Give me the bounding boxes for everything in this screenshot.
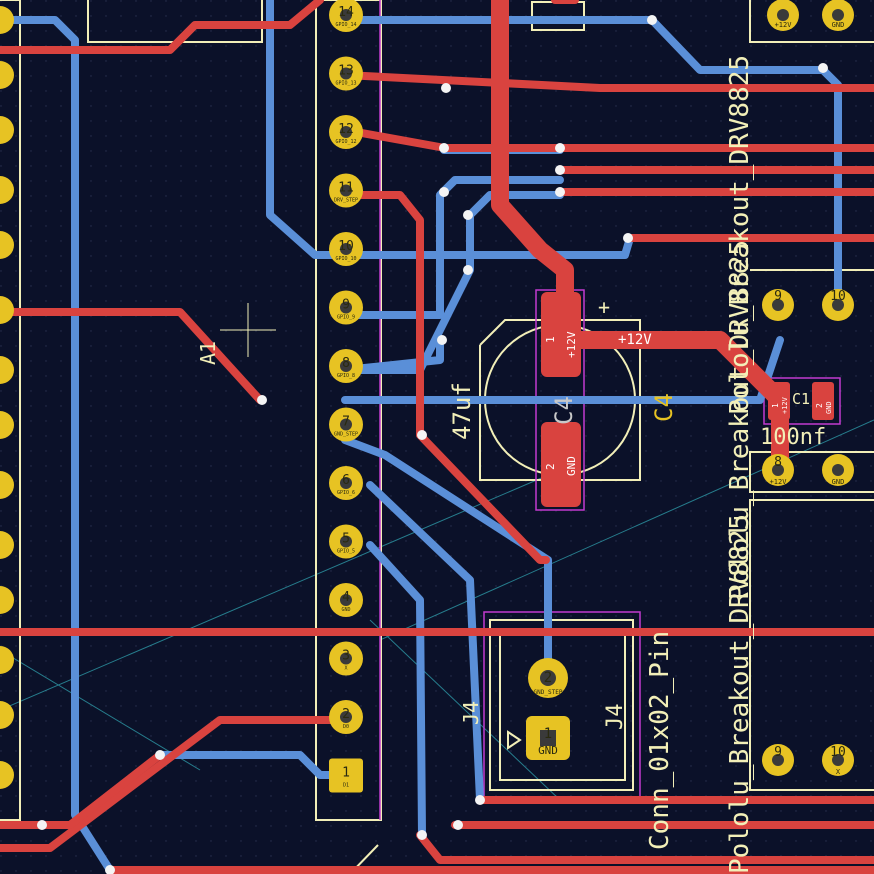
c4-ref: C4 (550, 396, 578, 425)
silkscreen-text: A1 47uf C4 C4 + 100nf J4 J4 Conn_01x02_P… (196, 55, 826, 874)
c1-pad-2 (812, 382, 834, 420)
left-module-pads (0, 6, 14, 789)
c1-value: 100nf (760, 425, 826, 450)
c4-pad1-num: 1 (544, 336, 557, 343)
header-pin-net: GPIO_5 (337, 549, 355, 555)
j4-pad2-net: GND_STEP (534, 689, 563, 696)
j4-value: Conn_01x02_Pin (645, 631, 675, 850)
header-pin-1: 1D1 (329, 758, 363, 793)
header-pin-net: GPIO_8 (337, 373, 355, 379)
header-pin-number: 2 (342, 707, 350, 722)
vias (37, 15, 828, 874)
driver-mid-pad-gnd-net: GND (832, 478, 845, 486)
c4-capacitor (541, 292, 581, 507)
a1-crosshair (220, 303, 276, 357)
driver-top-label: Pololu_Breakout_DRV8825 (725, 55, 755, 415)
header-pin-net: GPIO_14 (335, 22, 356, 28)
c1-pad2-num: 2 (815, 403, 824, 408)
driver-bottom-pad10-num: 10 (830, 745, 846, 760)
c4-pad-1 (541, 292, 581, 377)
header-pin-net: GND (341, 607, 350, 613)
header-pin-number: 11 (338, 181, 354, 196)
header-pin-net: GPIO_6 (337, 490, 355, 496)
header-pin-net: D0 (343, 724, 349, 730)
c1-pad1-net: +12V (781, 396, 789, 414)
header-pin-net: X (344, 666, 347, 672)
header-pin-net: GPIO_12 (335, 139, 356, 145)
header-left: 14GPIO_1413GPIO_1312GPIO_1211DRV_STEP10G… (329, 0, 363, 793)
header-pin-net: GPIO_10 (335, 256, 356, 262)
header-pin-net: GND_STEP (334, 432, 358, 438)
header-pin-3: 3X (329, 641, 363, 676)
c4-pad2-net: GND (565, 456, 578, 476)
driver-mid-pad10-num: 10 (830, 289, 846, 304)
driver-bottom-pad9-num: 9 (774, 745, 782, 760)
c4-pad2-num: 2 (544, 463, 557, 470)
header-pin-number: 6 (342, 473, 350, 488)
c1-capacitor (768, 382, 834, 420)
j4-ref-left: J4 (459, 701, 483, 725)
header-pin-net: GPIO_9 (337, 315, 355, 321)
c1-pad1-num: 1 (771, 403, 780, 408)
j4-pad2-num: 2 (544, 670, 552, 686)
c4-plus-mark: + (598, 295, 610, 319)
copper-pad-text: 1 +12V 2 GND +12V 1 +12V C1 2 GND (544, 331, 833, 476)
back-copper-traces (0, 0, 842, 874)
header-pin-number: 10 (338, 239, 354, 254)
j4-connector: 2 GND_STEP 1 GND (526, 658, 570, 760)
header-pin-number: 7 (342, 415, 350, 430)
c1-pad-1 (768, 382, 790, 420)
header-pin-number: 9 (342, 298, 350, 313)
driver-mid-pad8-num: 8 (774, 455, 782, 470)
header-pin-number: 13 (338, 64, 354, 79)
driver-mid-label: Pololu_Breakout_DRV8825 (725, 240, 755, 600)
header-pin-number: 12 (338, 122, 354, 137)
c4-pad-2 (541, 422, 581, 507)
driver-mid-pad9-num: 9 (774, 289, 782, 304)
power-trace-12v (491, 0, 789, 474)
j4-ref-right: J4 (603, 704, 628, 731)
driver-bottom-pads: 9 10 X (762, 744, 854, 776)
header-pin-number: 14 (338, 5, 354, 20)
j4-pad1-net: GND (538, 744, 558, 757)
header-pin-net: D1 (343, 783, 349, 789)
header-pin-net: DRV_STEP (334, 198, 358, 204)
c1-pad2-net: GND (825, 401, 833, 414)
header-pin-number: 1 (342, 766, 350, 781)
driver-mid-pads: 9 10 8 +12V GND (762, 289, 854, 486)
driver-bottom-label: Pololu_Breakout_DRV8825 (725, 514, 755, 874)
header-pin-number: 3 (342, 649, 350, 664)
header-pin-number: 4 (342, 590, 350, 605)
c4-ref-alt: C4 (650, 393, 678, 422)
driver-top-pad1-net: +12V (775, 21, 793, 29)
driver-bottom-pad10-net: X (836, 768, 841, 776)
header-pin-number: 5 (342, 532, 350, 547)
j4-pad1-num: 1 (544, 726, 552, 742)
driver-top-pad2-net: GND (832, 21, 845, 29)
header-pin-2: 2D0 (329, 700, 363, 734)
driver-top-right-pads: +12V GND (767, 0, 854, 31)
c1-ref: C1 (792, 390, 810, 408)
header-pin-number: 8 (342, 356, 350, 371)
c4-value: 47uf (448, 382, 476, 440)
driver-mid-pad8-net: +12V (770, 478, 788, 486)
ref-a1: A1 (196, 341, 220, 365)
header-pin-net: GPIO_13 (335, 81, 356, 87)
net-12v-label: +12V (618, 332, 652, 348)
c4-pad1-net: +12V (565, 331, 578, 358)
